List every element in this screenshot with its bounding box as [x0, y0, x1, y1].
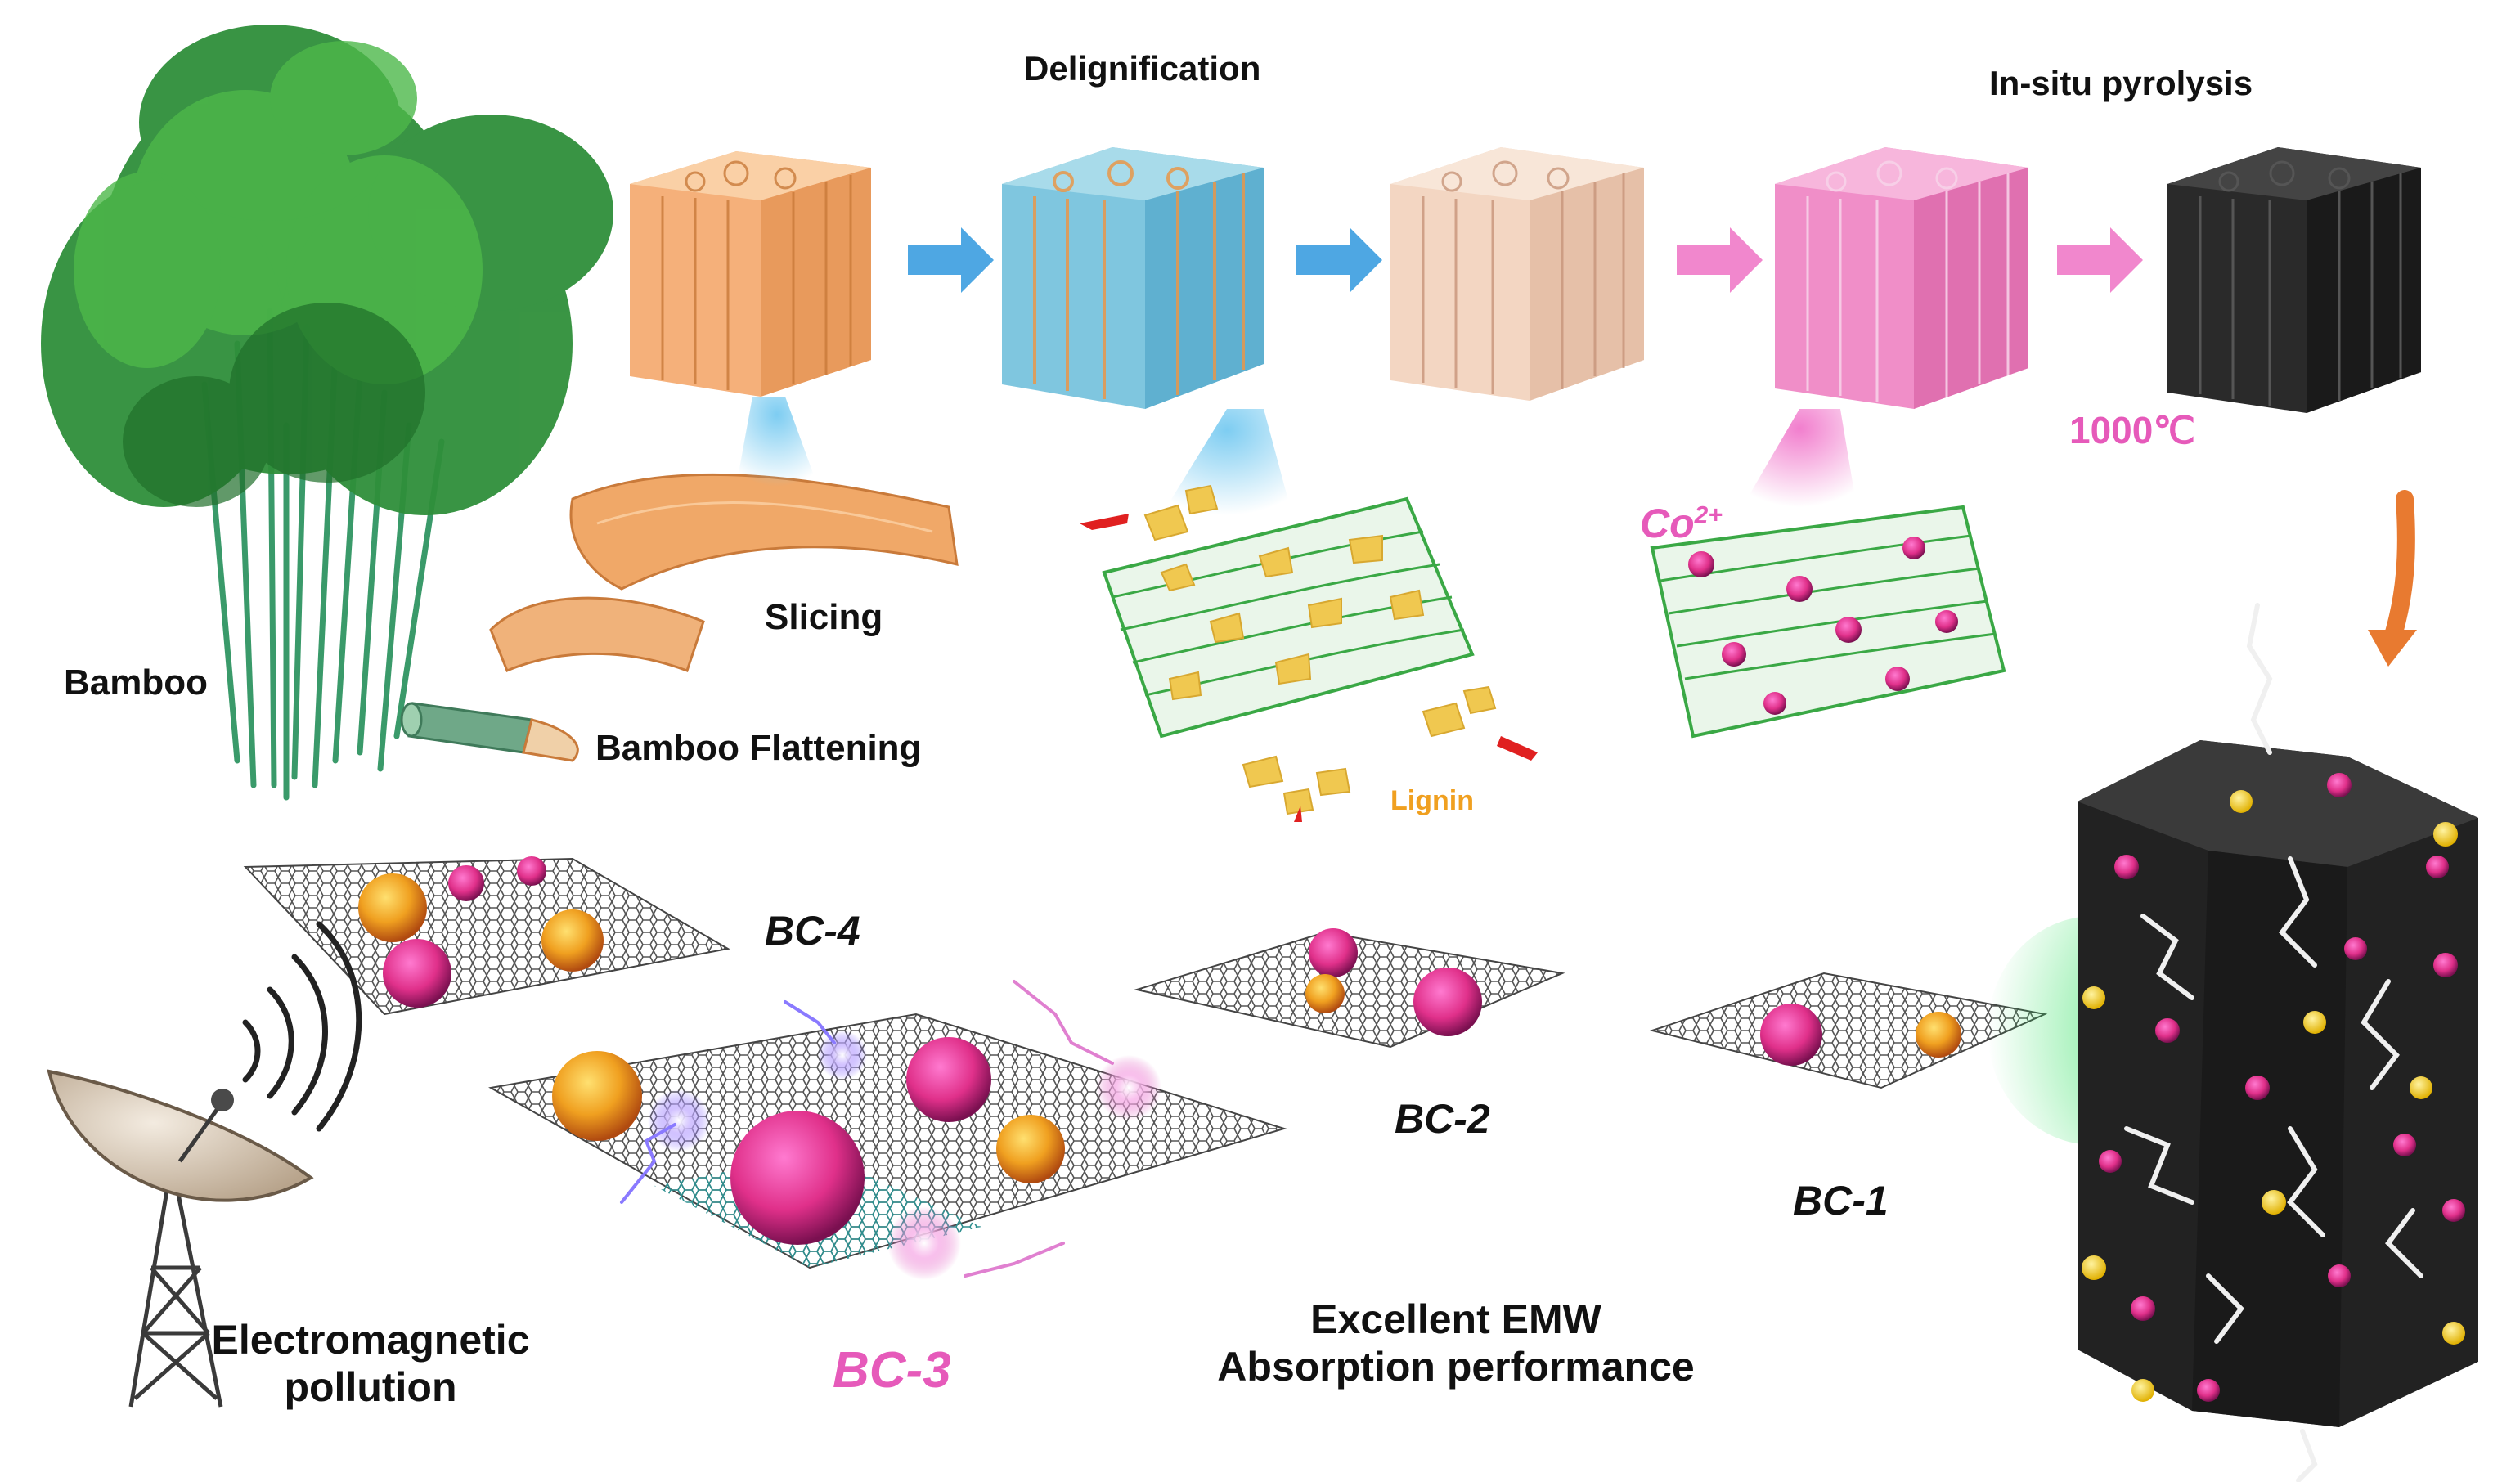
arrow-2 [1296, 227, 1382, 293]
delignified-block [1002, 147, 1292, 515]
bamboo-tube [400, 702, 579, 762]
graphene-sheet-bc4 [243, 856, 730, 1016]
lignin-fiber-bundle [1080, 484, 1538, 822]
graphene-sheet-bc1 [1649, 972, 2048, 1089]
arrow-3 [1677, 227, 1763, 293]
cellulose-block [1390, 147, 1644, 401]
label-bc3: BC-3 [833, 1342, 951, 1399]
carbon-block [2167, 147, 2421, 413]
label-performance: Excellent EMW Absorption performance [1141, 1296, 1771, 1390]
label-bamboo-flattening: Bamboo Flattening [595, 728, 922, 768]
co-loaded-block [1742, 147, 2028, 507]
em-pollution-line-1: Electromagnetic [211, 1317, 530, 1363]
satellite-dish [47, 921, 362, 1408]
label-bc2: BC-2 [1395, 1096, 1490, 1142]
bamboo-illustration [41, 25, 613, 801]
label-delignification: Delignification [1024, 49, 1261, 88]
label-bamboo: Bamboo [64, 662, 208, 703]
label-slicing: Slicing [765, 597, 883, 637]
natural-bamboo-block [630, 151, 871, 487]
label-co-ion: Co2+ [1640, 501, 1723, 548]
label-bc4: BC-4 [765, 908, 860, 954]
co-ion-base: Co [1640, 501, 1695, 546]
label-lignin: Lignin [1390, 785, 1474, 816]
arrow-1 [908, 227, 994, 293]
label-in-situ-pyrolysis: In-situ pyrolysis [1989, 64, 2253, 102]
co-ion-charge: 2+ [1694, 501, 1723, 529]
bamboo-veneer-sheet [569, 473, 959, 591]
co-fiber-bundle [1650, 505, 2006, 739]
graphene-sheet-bc3 [488, 980, 1287, 1280]
label-em-pollution: Electromagnetic pollution [178, 1317, 563, 1411]
carbonized-channel-structure [2078, 603, 2478, 1482]
arrow-4 [2057, 227, 2143, 293]
arrow-down [2368, 490, 2417, 667]
performance-line-1: Excellent EMW [1310, 1296, 1601, 1342]
em-pollution-line-2: pollution [284, 1363, 457, 1410]
label-temperature: 1000℃ [2069, 409, 2195, 451]
bamboo-curved-strip [489, 596, 705, 672]
performance-line-2: Absorption performance [1217, 1343, 1695, 1390]
label-bc1: BC-1 [1793, 1178, 1889, 1224]
graphene-sheet-bc2 [1134, 928, 1565, 1049]
